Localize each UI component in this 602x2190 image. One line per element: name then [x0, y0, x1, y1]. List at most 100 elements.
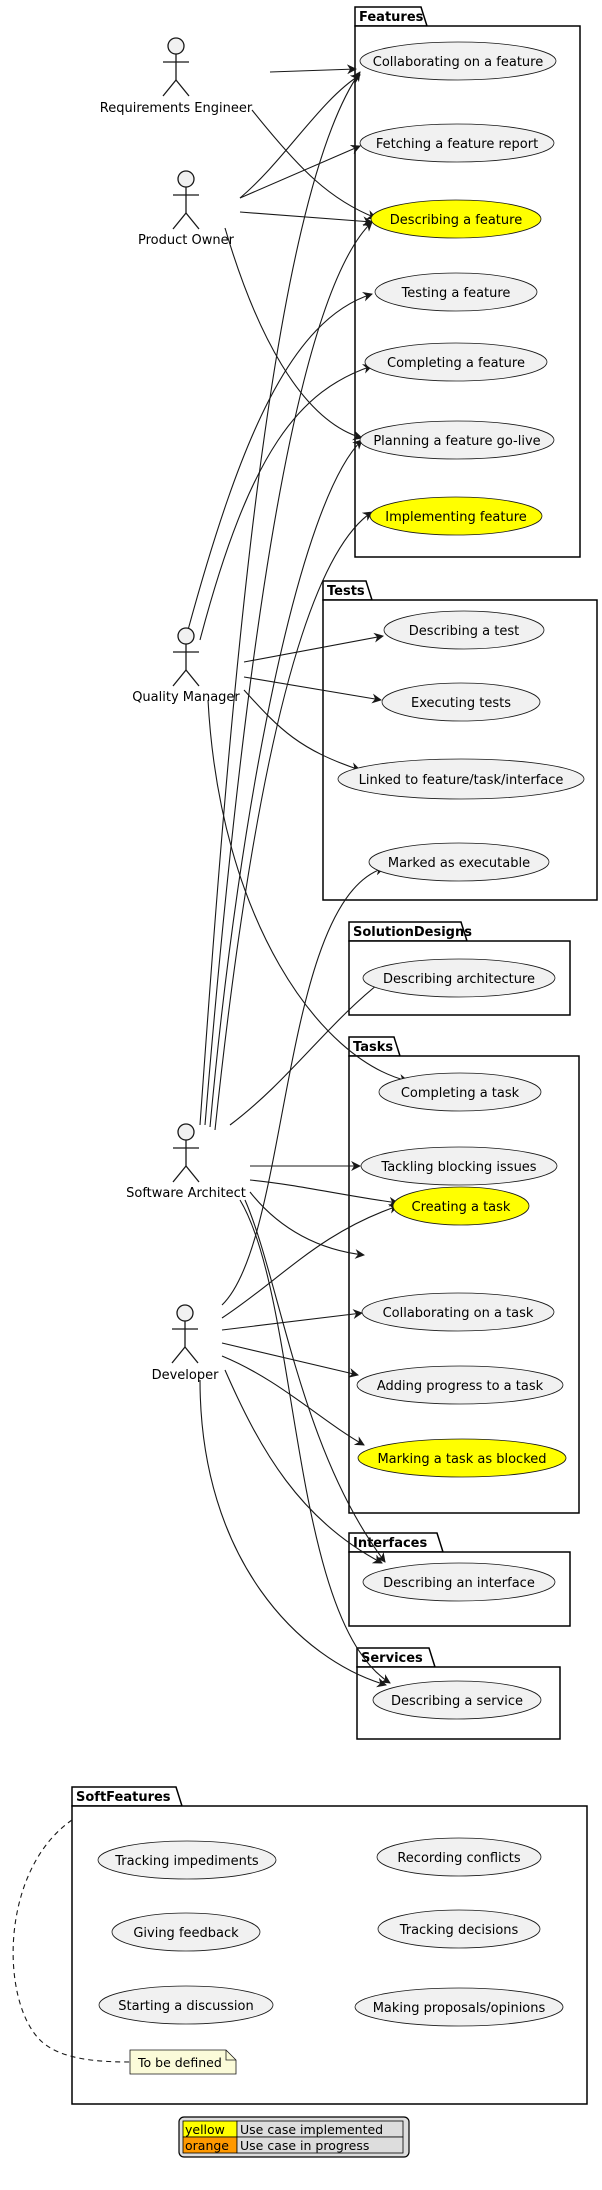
legend-implemented-color: yellow	[185, 2122, 225, 2137]
svg-text:Recording conflicts: Recording conflicts	[397, 1851, 521, 1866]
svg-text:Completing a task: Completing a task	[401, 1086, 520, 1101]
association-line	[224, 1369, 383, 1564]
actor-software-architect: Software Architect	[126, 1123, 246, 1201]
usecase-making-proposals-opinions: Making proposals/opinions	[354, 1987, 564, 2027]
usecase-testing-feature: Testing a feature	[374, 272, 538, 312]
usecase-linked-to-feature-task-interface: Linked to feature/task/interface	[337, 758, 585, 800]
usecase-recording-conflicts: Recording conflicts	[376, 1837, 542, 1877]
association-line	[221, 1355, 365, 1446]
svg-text:Tracking decisions: Tracking decisions	[399, 1923, 519, 1938]
association-line	[187, 291, 373, 631]
association-line	[224, 227, 363, 441]
svg-text:Describing a test: Describing a test	[409, 624, 519, 639]
usecase-giving-feedback: Giving feedback	[111, 1912, 261, 1952]
association-line	[243, 676, 382, 704]
actor-product-owner: Product Owner	[138, 170, 235, 248]
svg-text:Completing a feature: Completing a feature	[387, 356, 525, 371]
usecase-describing-service: Describing a service	[372, 1680, 542, 1720]
usecase-marking-task-blocked: Marking a task as blocked	[357, 1438, 567, 1478]
package-title: SoftFeatures	[76, 1790, 171, 1805]
legend-in-progress-label: Use case in progress	[240, 2138, 369, 2153]
association-line	[221, 1204, 399, 1319]
package-tasks: Tasks	[348, 1036, 580, 1514]
usecase-collaborating-on-feature: Collaborating on a feature	[359, 41, 557, 81]
svg-text:Collaborating on a task: Collaborating on a task	[383, 1306, 534, 1321]
package-title: Features	[359, 10, 424, 25]
actor-label: Quality Manager	[132, 690, 240, 705]
svg-text:Implementing feature: Implementing feature	[385, 510, 527, 525]
legend: yellow Use case implemented orange Use c…	[178, 2116, 410, 2158]
actor-label: Requirements Engineer	[100, 101, 253, 116]
package-title: SolutionDesigns	[353, 925, 472, 940]
association-line	[214, 511, 373, 1131]
note-to-be-defined: To be defined	[129, 2049, 237, 2075]
association-line	[209, 439, 363, 1128]
svg-text:Linked to feature/task/interfa: Linked to feature/task/interface	[359, 773, 564, 788]
actor-label: Software Architect	[126, 1186, 246, 1201]
svg-text:Fetching a feature report: Fetching a feature report	[376, 137, 538, 152]
usecase-describing-architecture: Describing architecture	[362, 958, 556, 998]
association-line	[269, 64, 357, 75]
svg-text:Planning a feature go-live: Planning a feature go-live	[373, 434, 540, 449]
actor-label: Product Owner	[138, 233, 235, 248]
package-title: Tasks	[353, 1040, 393, 1055]
usecase-tracking-decisions: Tracking decisions	[377, 1909, 541, 1949]
association-line	[249, 1179, 399, 1207]
association-line	[249, 1191, 365, 1259]
usecase-tackling-blocking-issues: Tackling blocking issues	[360, 1146, 558, 1186]
legend-implemented-label: Use case implemented	[240, 2122, 383, 2137]
svg-text:Testing a feature: Testing a feature	[401, 286, 511, 301]
association-line	[239, 74, 361, 199]
usecase-completing-task: Completing a task	[378, 1072, 542, 1112]
usecase-marked-as-executable: Marked as executable	[368, 842, 550, 882]
package-title: Services	[361, 1651, 423, 1666]
association-line	[207, 699, 409, 1084]
usecase-adding-progress-to-task: Adding progress to a task	[356, 1365, 564, 1405]
associations	[12, 64, 409, 2063]
usecase-collaborating-on-task: Collaborating on a task	[361, 1292, 555, 1332]
association-line	[239, 211, 373, 227]
svg-text:Describing a feature: Describing a feature	[390, 213, 522, 228]
association-line	[244, 1199, 386, 1563]
association-line	[239, 145, 361, 199]
association-line	[199, 1379, 387, 1688]
association-line	[199, 71, 361, 1126]
svg-text:Adding progress to a task: Adding progress to a task	[377, 1379, 544, 1394]
note-text: To be defined	[137, 2055, 222, 2070]
usecase-describing-interface: Describing an interface	[362, 1562, 556, 1602]
svg-text:Collaborating on a feature: Collaborating on a feature	[373, 55, 543, 70]
svg-text:Executing tests: Executing tests	[411, 696, 511, 711]
usecase-describing-feature: Describing a feature	[370, 199, 542, 239]
svg-text:Making proposals/opinions: Making proposals/opinions	[373, 2001, 546, 2016]
usecase-describing-test: Describing a test	[383, 610, 545, 650]
usecase-creating-task: Creating a task	[392, 1186, 530, 1226]
actor-developer: Developer	[152, 1304, 220, 1383]
association-line	[204, 221, 373, 1126]
usecase-fetching-feature-report: Fetching a feature report	[359, 123, 555, 163]
svg-text:Describing architecture: Describing architecture	[383, 972, 535, 987]
actor-label: Developer	[152, 1368, 220, 1383]
association-line	[221, 1309, 363, 1331]
package-title: Interfaces	[353, 1536, 427, 1551]
svg-text:Starting a discussion: Starting a discussion	[118, 1999, 253, 2014]
association-line	[199, 364, 373, 641]
association-line	[229, 977, 387, 1126]
usecase-starting-discussion: Starting a discussion	[98, 1985, 274, 2025]
association-line	[239, 1199, 391, 1684]
svg-text:Giving feedback: Giving feedback	[133, 1926, 239, 1941]
svg-text:Marked as executable: Marked as executable	[388, 856, 530, 871]
svg-text:Describing a service: Describing a service	[391, 1694, 523, 1709]
actor-requirements-engineer: Requirements Engineer	[100, 37, 253, 116]
svg-text:Marking a task as blocked: Marking a task as blocked	[377, 1452, 546, 1467]
package-title: Tests	[327, 584, 365, 599]
svg-text:Tackling blocking issues: Tackling blocking issues	[380, 1160, 536, 1175]
svg-text:Creating a task: Creating a task	[412, 1200, 511, 1215]
svg-text:Describing an interface: Describing an interface	[383, 1576, 535, 1591]
usecase-tracking-impediments: Tracking impediments	[97, 1840, 277, 1880]
actor-quality-manager: Quality Manager	[132, 627, 240, 705]
usecase-planning-feature-golive: Planning a feature go-live	[359, 420, 555, 460]
association-line	[221, 865, 385, 1306]
svg-text:Tracking impediments: Tracking impediments	[114, 1854, 259, 1869]
association-line	[243, 689, 361, 772]
